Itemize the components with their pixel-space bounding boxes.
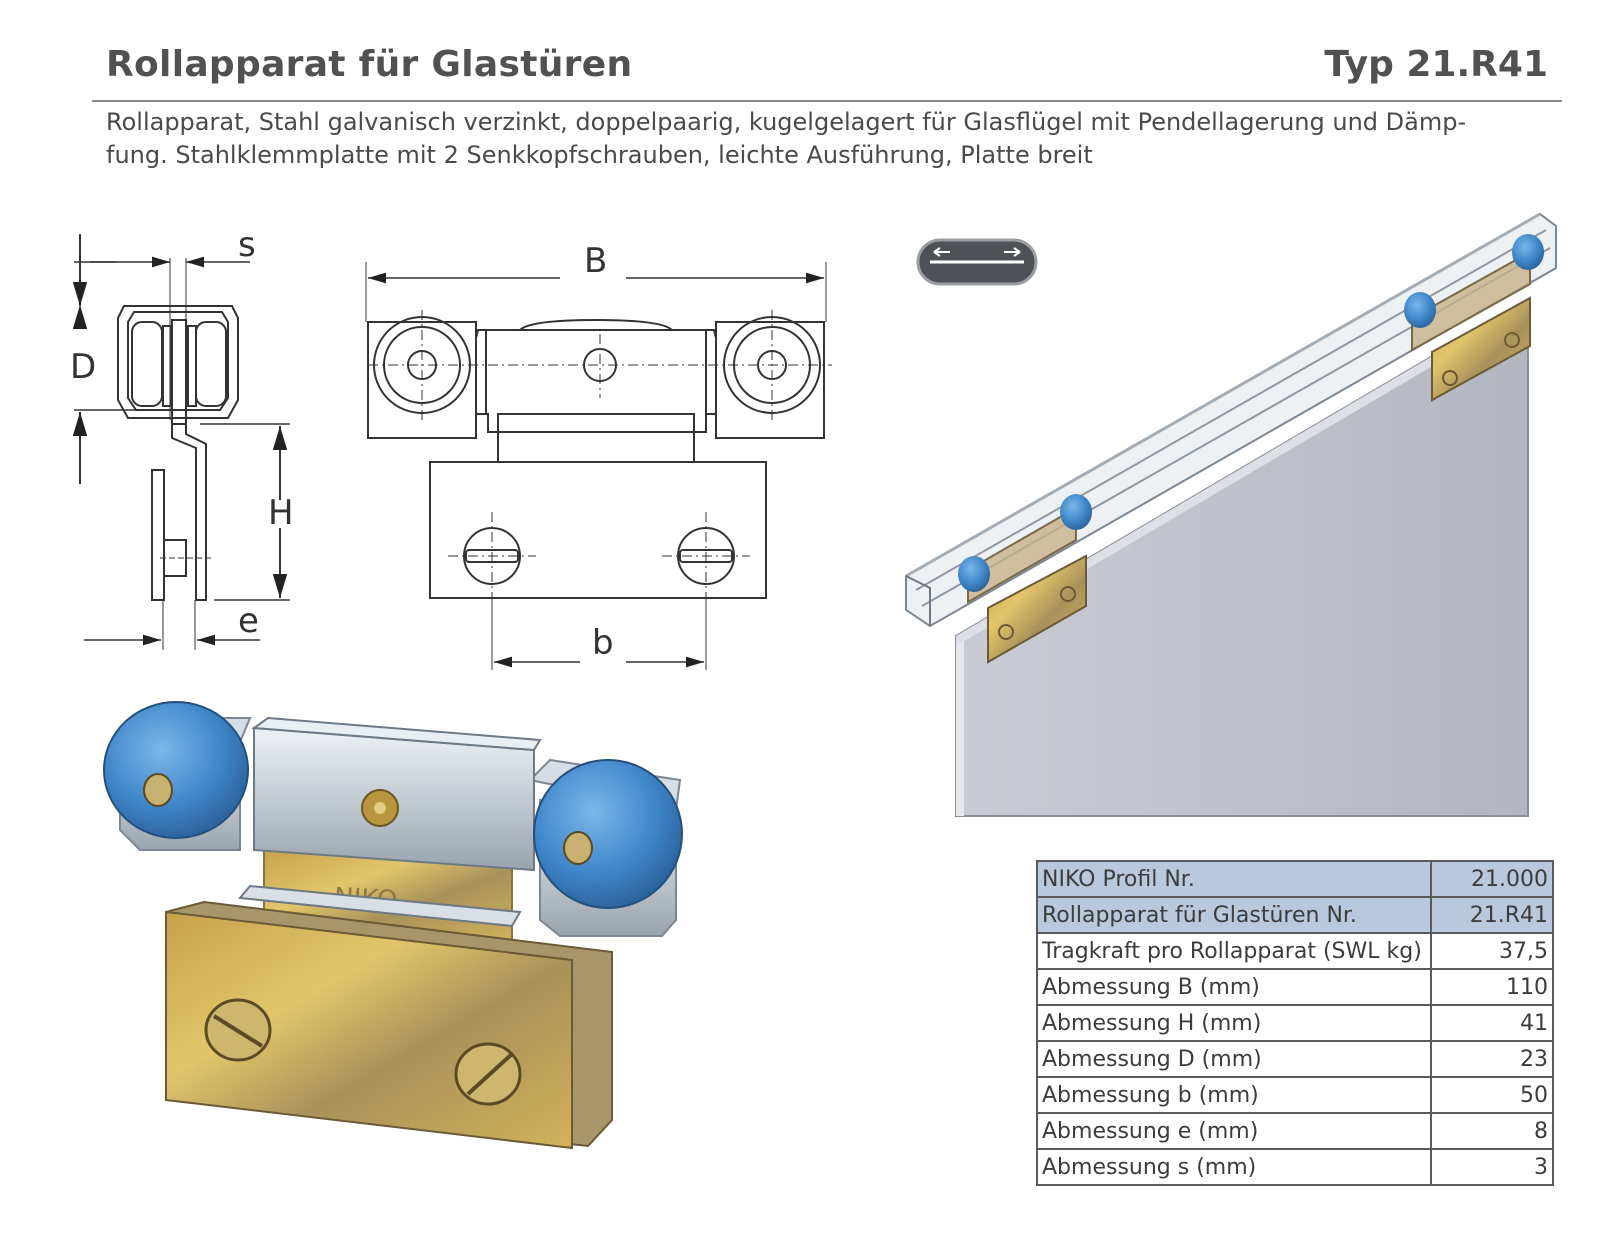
installation-illustration [905, 212, 1557, 817]
center-lines [368, 310, 832, 600]
spec-value: 21.R41 [1430, 896, 1554, 934]
spec-label: Abmessung D (mm) [1036, 1040, 1432, 1078]
spec-value: 37,5 [1430, 932, 1554, 970]
dim-label-b-lower: b [592, 623, 614, 663]
dim-label-b-upper: B [584, 241, 607, 281]
dim-label-h: H [268, 493, 294, 533]
spec-label: Abmessung H (mm) [1036, 1004, 1432, 1042]
spec-row: Abmessung b (mm)50 [1036, 1076, 1554, 1114]
spec-value: 23 [1430, 1040, 1554, 1078]
spec-row: NIKO Profil Nr.21.000 [1036, 860, 1554, 898]
product-description: Rollapparat, Stahl galvanisch verzinkt, … [106, 106, 1546, 172]
description-line-1: Rollapparat, Stahl galvanisch verzinkt, … [106, 108, 1467, 136]
dim-label-s: s [238, 225, 256, 265]
dim-label-e: e [238, 601, 259, 641]
side-view-drawing [72, 234, 290, 650]
front-view-drawing [365, 262, 827, 670]
spec-label: Tragkraft pro Rollapparat (SWL kg) [1036, 932, 1432, 970]
spec-label: Rollapparat für Glastüren Nr. [1036, 896, 1432, 934]
spec-label: Abmessung b (mm) [1036, 1076, 1432, 1114]
spec-label: Abmessung B (mm) [1036, 968, 1432, 1006]
spec-row: Abmessung s (mm)3 [1036, 1148, 1554, 1186]
spec-label: Abmessung e (mm) [1036, 1112, 1432, 1150]
spec-row: Abmessung B (mm)110 [1036, 968, 1554, 1006]
spec-row: Abmessung e (mm)8 [1036, 1112, 1554, 1150]
product-photo: NIKO [103, 701, 683, 1150]
dim-label-d: D [70, 347, 96, 387]
spec-label: Abmessung s (mm) [1036, 1148, 1432, 1186]
spec-value: 3 [1430, 1148, 1554, 1186]
description-line-2: fung. Stahlklemmplatte mit 2 Senkkopfsch… [106, 141, 1093, 169]
page-title: Rollapparat für Glastüren [106, 44, 633, 85]
spec-row: Abmessung H (mm)41 [1036, 1004, 1554, 1042]
spec-value: 8 [1430, 1112, 1554, 1150]
spec-value: 110 [1430, 968, 1554, 1006]
spec-row: Abmessung D (mm)23 [1036, 1040, 1554, 1078]
spec-row: Rollapparat für Glastüren Nr.21.R41 [1036, 896, 1554, 934]
spec-value: 50 [1430, 1076, 1554, 1114]
spec-value: 21.000 [1430, 860, 1554, 898]
product-type: Typ 21.R41 [1324, 44, 1548, 85]
page-header: Rollapparat für Glastüren Typ 21.R41 [92, 40, 1562, 102]
spec-row: Tragkraft pro Rollapparat (SWL kg)37,5 [1036, 932, 1554, 970]
spec-label: NIKO Profil Nr. [1036, 860, 1432, 898]
spec-value: 41 [1430, 1004, 1554, 1042]
